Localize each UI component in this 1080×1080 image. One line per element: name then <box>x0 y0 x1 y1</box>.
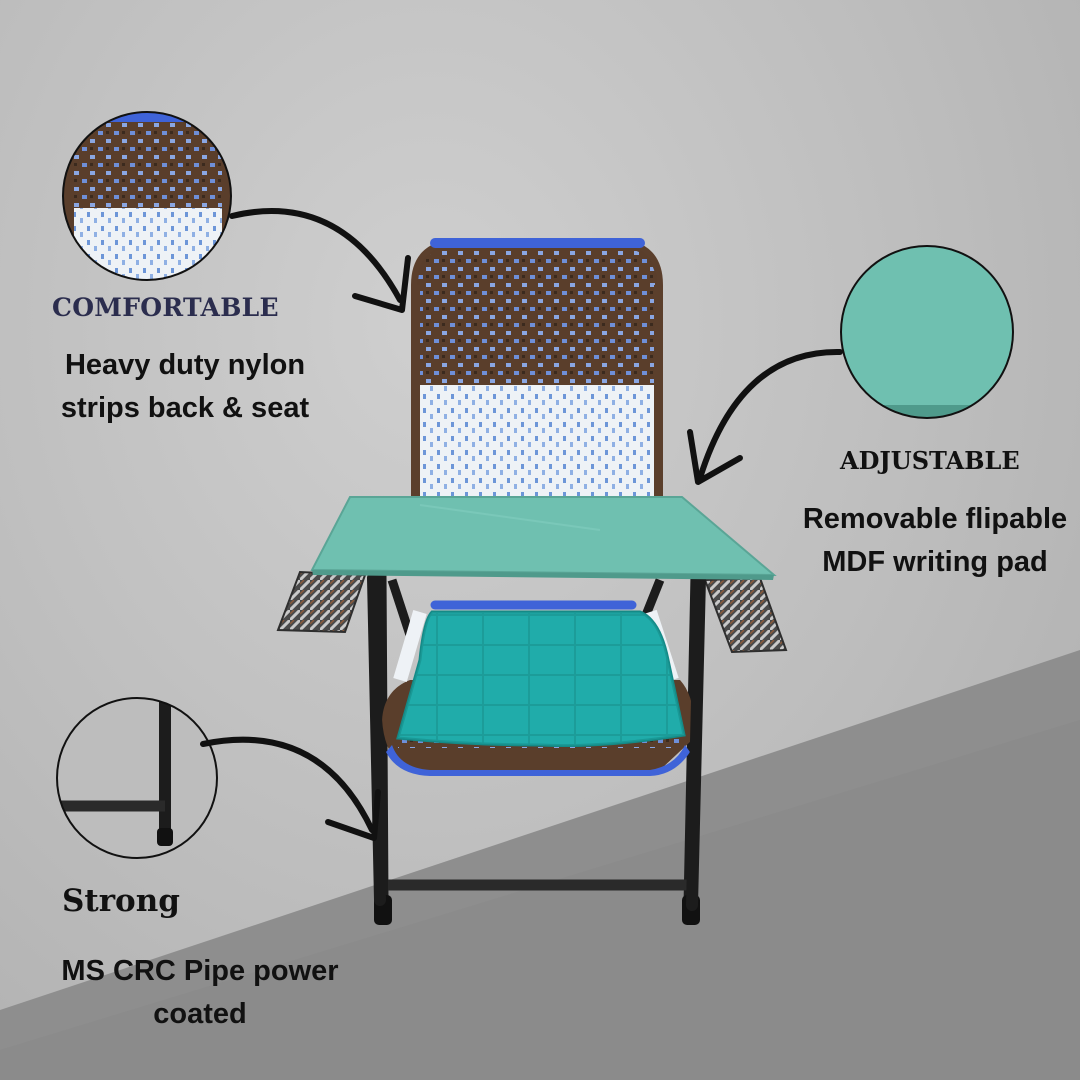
comfortable-line-1: Heavy duty nylon <box>64 349 306 381</box>
chair <box>276 238 788 925</box>
comfortable-heading: COMFORTABLE <box>52 293 279 322</box>
adjustable-heading: ADJUSTABLE <box>840 446 1020 475</box>
comfortable-description: Heavy duty nylon strips back & seat <box>30 344 340 430</box>
writing-pad <box>310 496 777 577</box>
adjustable-description: Removable flipable MDF writing pad <box>790 498 1080 584</box>
adjustable-line-1: Removable flipable <box>802 503 1068 535</box>
comfortable-line-2: strips back & seat <box>60 392 310 424</box>
zoom-circle-icon <box>56 697 218 859</box>
zoom-circle-icon <box>62 111 232 281</box>
zoom-circle-icon <box>840 245 1014 419</box>
strong-heading: Strong <box>62 883 180 919</box>
strong-description: MS CRC Pipe power coated <box>40 950 360 1036</box>
curved-arrow-icon <box>687 348 843 485</box>
adjustable-line-2: MDF writing pad <box>822 546 1048 578</box>
curved-arrow-icon <box>229 208 411 313</box>
curved-arrow-icon <box>200 736 381 841</box>
strong-line-2: coated <box>153 998 247 1030</box>
strong-line-1: MS CRC Pipe power <box>61 955 339 987</box>
